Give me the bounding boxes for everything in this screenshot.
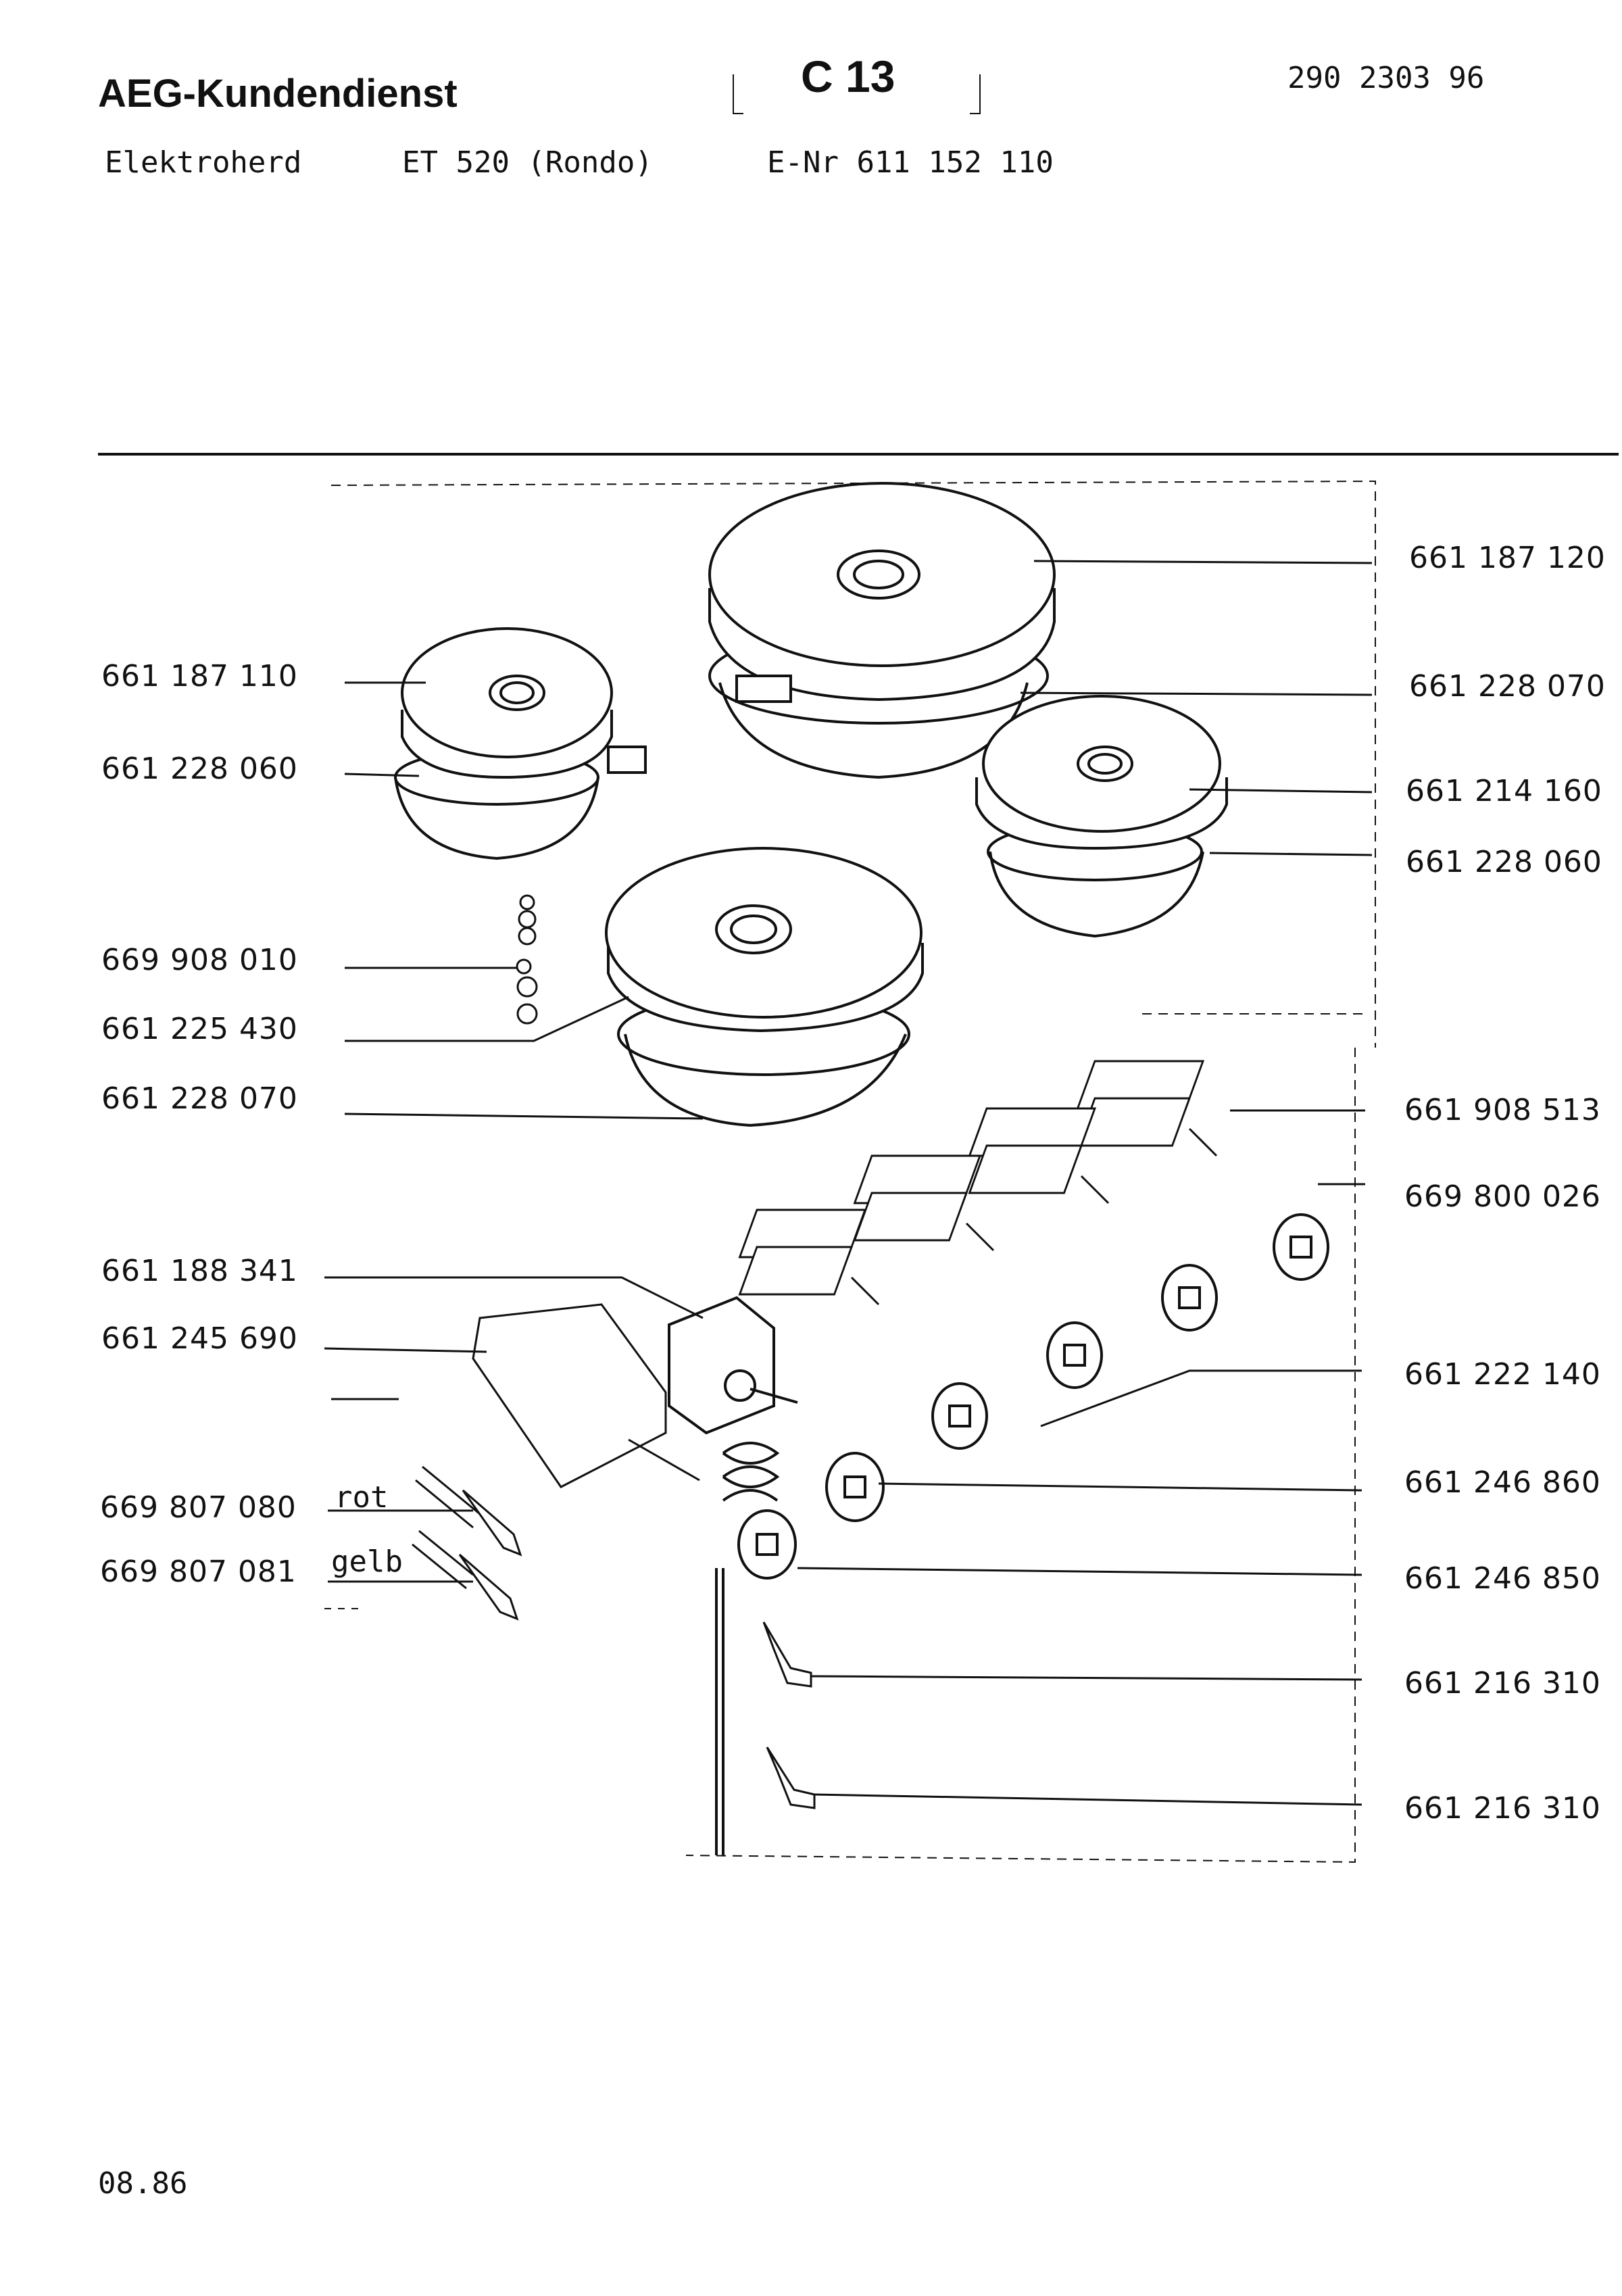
print-date: 08.86 [98, 2166, 188, 2201]
part-label: 661 228 060 [1406, 845, 1602, 879]
signal-lamps [412, 1465, 522, 1621]
part-label: 661 187 110 [101, 659, 298, 693]
e-number: E-Nr 611 152 110 [767, 145, 1054, 180]
part-label: 661 225 430 [101, 1012, 298, 1046]
mounting-brackets [762, 1621, 816, 1809]
part-label: 661 228 070 [101, 1081, 298, 1116]
part-label: 661 228 070 [1409, 669, 1606, 704]
control-knobs [737, 1213, 1329, 1580]
part-label: 661 245 690 [101, 1321, 298, 1356]
cooking-plate-small-right [975, 695, 1228, 938]
part-label: 669 807 081 [100, 1555, 297, 1589]
cooking-plate-front [605, 847, 924, 1127]
product-name: Elektroherd [105, 145, 302, 180]
part-label: 669 800 026 [1404, 1179, 1601, 1214]
wire-label-yellow: gelb [331, 1544, 403, 1579]
part-label: 661 246 860 [1404, 1465, 1601, 1500]
cooking-plate-large [708, 482, 1056, 779]
document-number: 290 2303 96 [1287, 61, 1485, 95]
part-label: 669 908 010 [101, 943, 298, 977]
part-label: 661 908 513 [1404, 1093, 1601, 1127]
cooking-plate-small-left [394, 627, 647, 860]
wire-label-red: rot [335, 1480, 389, 1515]
brand-title: AEG-Kundendienst [98, 72, 458, 116]
part-label: 661 228 060 [101, 752, 298, 786]
leader-lines [324, 560, 1373, 1806]
terminal-block [472, 1303, 700, 1488]
section-code: C 13 [801, 51, 895, 101]
part-label: 661 222 140 [1404, 1357, 1601, 1392]
model-name: ET 520 (Rondo) [402, 145, 653, 180]
part-label: 669 807 080 [100, 1490, 297, 1525]
part-label: 661 246 850 [1404, 1561, 1601, 1596]
energy-regulator-switches [738, 1060, 1218, 1306]
part-label: 661 216 310 [1404, 1791, 1601, 1826]
thermostat [668, 1296, 798, 1855]
fastener-set [516, 894, 538, 1025]
part-label: 661 214 160 [1406, 774, 1602, 808]
part-label: 661 188 341 [101, 1254, 298, 1288]
part-label: 661 187 120 [1409, 541, 1606, 575]
part-label: 661 216 310 [1404, 1666, 1601, 1701]
